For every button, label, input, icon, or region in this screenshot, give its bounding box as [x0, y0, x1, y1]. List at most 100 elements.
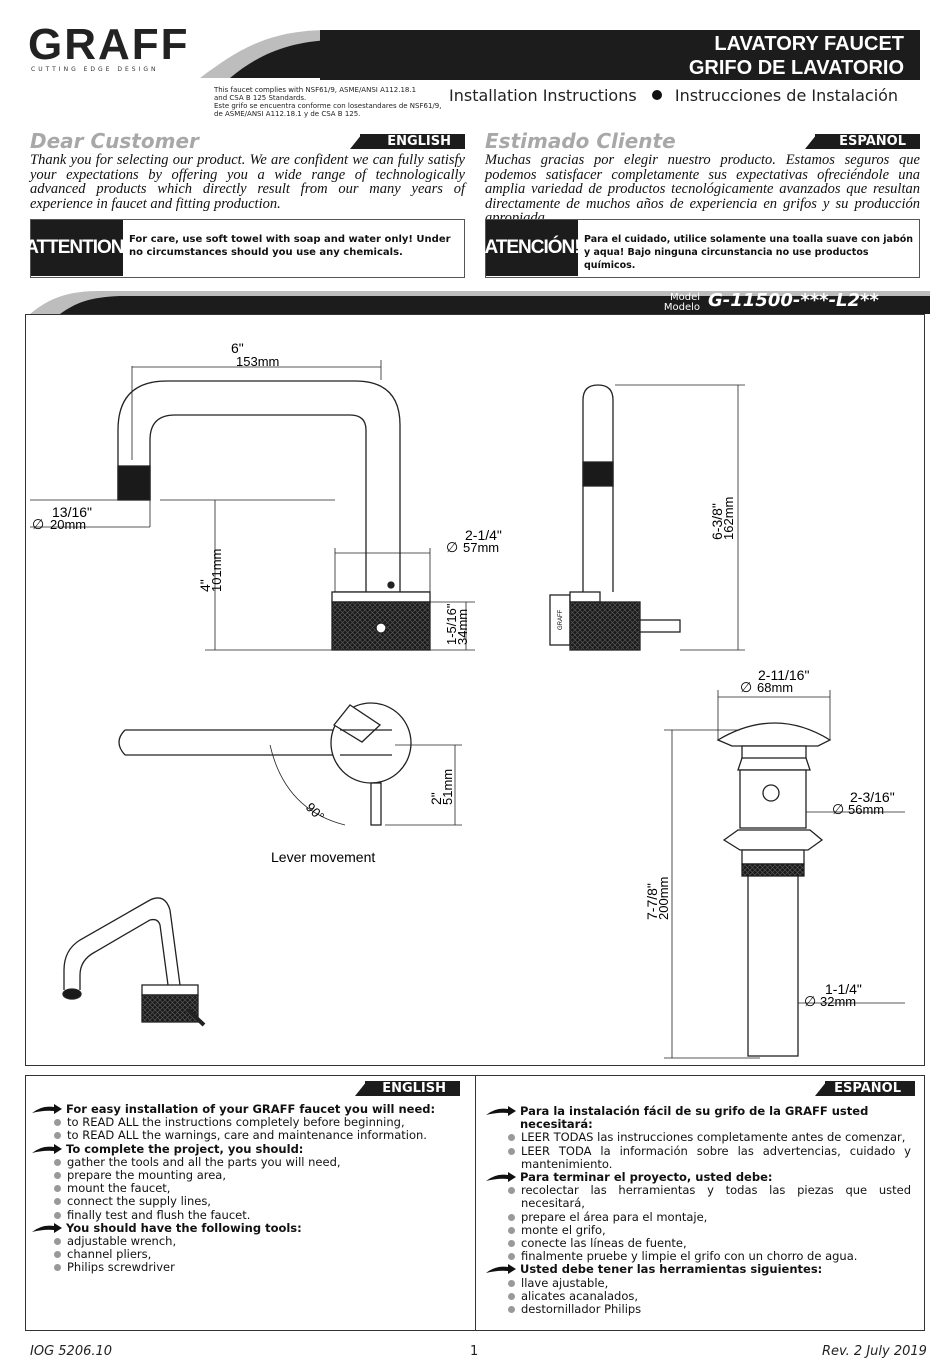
- technical-drawing: 6" 153mm 13/16" ∅ 20mm 4" 101mm 2-1/4" ∅…: [30, 340, 905, 1059]
- front-view: [117, 380, 431, 651]
- dim-drain-pipe-in: 1-1/4": [825, 981, 862, 997]
- instructions-divider: [475, 1075, 476, 1331]
- top-view: [118, 702, 412, 826]
- lever-angle: 90°: [303, 800, 328, 825]
- side-engraving: GRAFF: [558, 609, 564, 630]
- dim-side-h-mm: 162mm: [721, 497, 736, 540]
- title-en: LAVATORY FAUCET: [714, 33, 904, 55]
- title-bar: LAVATORY FAUCET GRIFO DE LAVATORIO: [320, 30, 920, 80]
- dim-drain-pipe-dia-icon: ∅: [804, 993, 816, 1009]
- dim-base-dia-icon: ∅: [446, 539, 458, 555]
- section-heading: Para la instalación fácil de su grifo de…: [486, 1104, 911, 1131]
- dim-drain-top-dia-icon: ∅: [740, 679, 752, 695]
- section-heading: Para terminar el proyecto, usted debe:: [486, 1170, 911, 1184]
- list-item: to READ ALL the warnings, care and maint…: [52, 1129, 467, 1142]
- list-item: monte el grifo,: [506, 1223, 911, 1237]
- instructions-espanol-tag: ESPAÑOL: [825, 1081, 915, 1096]
- page-number: 1: [470, 1344, 479, 1359]
- dim-spout-mm: 20mm: [50, 517, 86, 532]
- instructions-en: For easy installation of your GRAFF fauc…: [32, 1102, 467, 1275]
- espanol-tag: ESPAÑOL: [815, 134, 920, 149]
- intro-text-es: Muchas gracias por elegir nuestro produc…: [485, 152, 920, 226]
- list-item: recolectar las herramientas y todas las …: [506, 1184, 911, 1210]
- install-es: Instrucciones de Instalación: [674, 86, 899, 105]
- list-item: finalmente pruebe y limpie el grifo con …: [506, 1250, 911, 1263]
- list-item: alicates acanalados,: [506, 1289, 911, 1303]
- dim-spout-in: 13/16": [52, 504, 92, 520]
- dim-lever-in: 2": [428, 792, 444, 805]
- intro-text-en: Thank you for selecting our product. We …: [30, 152, 465, 212]
- installation-subtitle: Installation Instructions Instrucciones …: [449, 86, 919, 105]
- list-item: LEER TODAS las instrucciones completamen…: [506, 1131, 911, 1144]
- tag-slant: [350, 134, 362, 149]
- perspective-view: [62, 897, 206, 1027]
- dim-drain-body-in: 2-3/16": [850, 789, 895, 805]
- compliance-line: and CSA B 125 Standards.: [214, 94, 307, 102]
- install-en: Installation Instructions: [449, 86, 637, 105]
- section-heading: You should have the following tools:: [32, 1221, 467, 1235]
- dim-height-mm: 101mm: [209, 549, 224, 592]
- list-item: adjustable wrench,: [52, 1234, 467, 1248]
- model-bar-swoosh: [30, 291, 930, 314]
- attention-box-en: ATTENTION! For care, use soft towel with…: [25, 219, 465, 278]
- dim-drain-top-in: 2-11/16": [758, 667, 809, 683]
- bullet-dot-icon: [651, 90, 662, 100]
- section-heading: For easy installation of your GRAFF fauc…: [32, 1102, 467, 1116]
- estimado-cliente-heading: Estimado Cliente: [485, 129, 676, 153]
- attention-text: For care, use soft towel with soap and w…: [129, 234, 451, 258]
- front-dims: [30, 360, 475, 651]
- header-swoosh: [200, 30, 330, 78]
- instructions-english-tag: ENGLISH: [365, 1081, 460, 1096]
- list-item: gather the tools and all the parts you w…: [52, 1155, 467, 1169]
- dim-width-in: 6": [231, 340, 244, 356]
- lever-caption: Lever movement: [271, 849, 375, 865]
- model-label: Model Modelo: [650, 293, 700, 313]
- tag-slant: [805, 134, 817, 149]
- attention-label: ATTENTION!: [25, 220, 130, 276]
- model-label-en: Model: [669, 292, 700, 303]
- compliance-line: This faucet complies with NSF61/9, ASME/…: [214, 86, 417, 94]
- dim-drain-top-mm: 68mm: [757, 680, 793, 695]
- dim-base-in: 2-1/4": [465, 527, 502, 543]
- instructions-es: Para la instalación fácil de su grifo de…: [486, 1104, 911, 1316]
- arrow-icon: [486, 1264, 516, 1275]
- attention-label: ATENCIÓN!: [484, 220, 581, 276]
- dim-base-mm: 57mm: [463, 540, 499, 555]
- arrow-icon: [32, 1222, 62, 1233]
- doc-id: IOG 5206.10: [30, 1344, 113, 1359]
- dim-drain-h-mm: 200mm: [656, 877, 671, 920]
- dim-width-mm: 153mm: [236, 354, 279, 369]
- drain-view: [716, 722, 832, 1057]
- tag-slant: [815, 1081, 827, 1096]
- title-es: GRIFO DE LAVATORIO: [688, 57, 904, 79]
- list-item: to READ ALL the instructions completely …: [52, 1116, 467, 1129]
- list-item: conecte las líneas de fuente,: [506, 1236, 911, 1250]
- list-item: prepare the mounting area,: [52, 1168, 467, 1182]
- lever-dims: [269, 744, 462, 826]
- list-item: finally test and flush the faucet.: [52, 1208, 467, 1222]
- dim-height-in: 4": [197, 579, 213, 592]
- compliance-line: Este grifo se encuentra conforme con los…: [214, 102, 442, 110]
- list-item: channel pliers,: [52, 1248, 467, 1261]
- list-item: Philips screwdriver: [52, 1261, 467, 1274]
- list-item: connect the supply lines,: [52, 1195, 467, 1208]
- dim-drain-body-mm: 56mm: [848, 802, 884, 817]
- dim-spout-dia-icon: ∅: [32, 516, 44, 532]
- english-tag: ENGLISH: [360, 134, 465, 149]
- arrow-icon: [32, 1143, 62, 1154]
- attention-text: Para el cuidado, utilice solamente una t…: [584, 234, 914, 271]
- dim-lever-mm: 51mm: [440, 769, 455, 805]
- logo-tagline: CUTTING EDGE DESIGN: [31, 66, 159, 73]
- dear-customer-heading: Dear Customer: [30, 129, 199, 153]
- model-label-es: Modelo: [663, 302, 700, 313]
- list-item: mount the faucet,: [52, 1182, 467, 1195]
- list-item: prepare el área para el montaje,: [506, 1210, 911, 1224]
- attention-box-es: ATENCIÓN! Para el cuidado, utilice solam…: [484, 219, 920, 278]
- logo-wordmark: GRAFF: [28, 20, 190, 69]
- compliance-line: de ASME/ANSI A112.18.1 y de CSA B 125.: [214, 110, 361, 118]
- arrow-icon: [486, 1172, 516, 1183]
- list-item: llave ajustable,: [506, 1276, 911, 1290]
- model-number: G-11500-***-L2**: [708, 290, 879, 311]
- side-view: [549, 384, 681, 651]
- dim-drain-pipe-mm: 32mm: [820, 994, 856, 1009]
